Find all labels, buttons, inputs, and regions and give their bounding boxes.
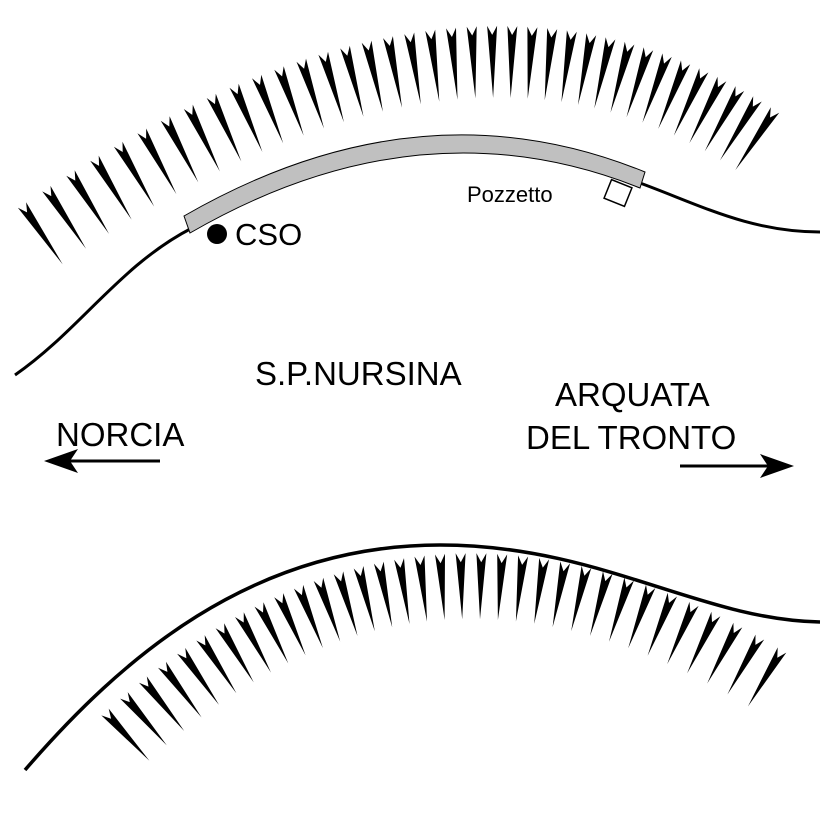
hachure-mark [687, 611, 721, 674]
pozzetto-label: Pozzetto [467, 182, 553, 207]
arrow-left-icon [44, 449, 160, 473]
hachure-mark [534, 557, 550, 624]
hachure-mark [571, 565, 592, 632]
hachure-mark [158, 661, 202, 718]
hachure-mark [578, 33, 597, 105]
hachure-mark [229, 83, 263, 152]
hachure-mark [120, 692, 167, 746]
upper-road-edge-east [639, 181, 821, 234]
hachure-mark [487, 25, 498, 98]
hachure-mark [42, 185, 86, 249]
hachure-mark [628, 584, 656, 649]
hachure-mark [206, 93, 242, 162]
cso-marker-icon [207, 224, 227, 244]
lower-road-edge [23, 543, 821, 772]
hachure-mark [455, 553, 466, 620]
hachure-mark [394, 558, 410, 624]
hachure-mark [404, 32, 421, 105]
lower-slope-hachures [101, 553, 787, 761]
hachure-mark [689, 76, 727, 144]
hachure-mark [561, 30, 577, 103]
hachure-mark [435, 553, 445, 620]
hachure-mark [594, 37, 616, 109]
hachure-mark [383, 36, 402, 108]
hachure-mark [252, 74, 284, 144]
arrow-right-icon [680, 454, 794, 478]
hachure-mark [90, 155, 132, 220]
hachure-mark [177, 647, 219, 705]
road-name-label: S.P.NURSINA [255, 355, 462, 392]
hachure-mark [647, 592, 677, 656]
hachure-mark [313, 577, 341, 642]
arquata-label-line1: ARQUATA [555, 376, 710, 413]
pozzetto-box-icon [603, 178, 633, 208]
hachure-mark [137, 128, 177, 195]
hachure-mark [544, 28, 558, 101]
hachure-mark [658, 60, 691, 129]
hachure-mark [373, 561, 393, 628]
hachure-mark [274, 593, 306, 656]
hachure-mark [274, 66, 304, 136]
hachure-mark [340, 45, 364, 117]
hachure-mark [414, 555, 427, 622]
hachure-mark [425, 29, 440, 102]
hachure-mark [333, 571, 358, 636]
hachure-mark [704, 86, 745, 152]
hachure-mark [183, 104, 220, 172]
pipe-segment [183, 134, 646, 234]
hachure-mark [747, 647, 787, 707]
hachure-mark [139, 676, 185, 731]
hachure-mark [673, 68, 709, 136]
hachure-mark [215, 623, 254, 683]
hachure-mark [476, 553, 487, 620]
hachure-mark [720, 96, 762, 161]
norcia-label: NORCIA [56, 416, 184, 453]
hachure-mark [610, 41, 635, 113]
hachure-mark [497, 553, 508, 620]
hachure-mark [296, 58, 324, 129]
hachure-mark [113, 141, 155, 207]
hachure-mark [318, 51, 344, 123]
hachure-mark [293, 584, 323, 649]
hachure-mark [707, 622, 743, 684]
hachure-mark [626, 47, 654, 118]
hachure-mark [466, 26, 477, 99]
hachure-mark [609, 577, 634, 642]
hachure-mark [17, 202, 63, 265]
hachure-mark [552, 561, 571, 628]
hachure-mark [446, 27, 458, 100]
hachure-mark [515, 555, 529, 622]
hachure-mark [642, 53, 672, 123]
hachure-mark [160, 116, 199, 183]
hachure-mark [590, 571, 613, 636]
hachure-mark [66, 170, 109, 234]
hachure-mark [735, 107, 780, 171]
hachure-mark [196, 635, 237, 694]
arquata-label-line2: DEL TRONTO [526, 419, 736, 456]
hachure-mark [727, 634, 765, 695]
upper-road-edge-west [14, 226, 193, 377]
hachure-mark [254, 602, 289, 664]
hachure-mark [667, 601, 699, 665]
hachure-mark [507, 25, 518, 98]
hachure-mark [235, 612, 271, 673]
cso-label: CSO [235, 217, 302, 252]
hachure-mark [361, 40, 383, 112]
hachure-mark [353, 566, 375, 632]
hachure-mark [101, 708, 150, 761]
hachure-mark [527, 26, 538, 99]
upper-slope-hachures [17, 25, 780, 265]
